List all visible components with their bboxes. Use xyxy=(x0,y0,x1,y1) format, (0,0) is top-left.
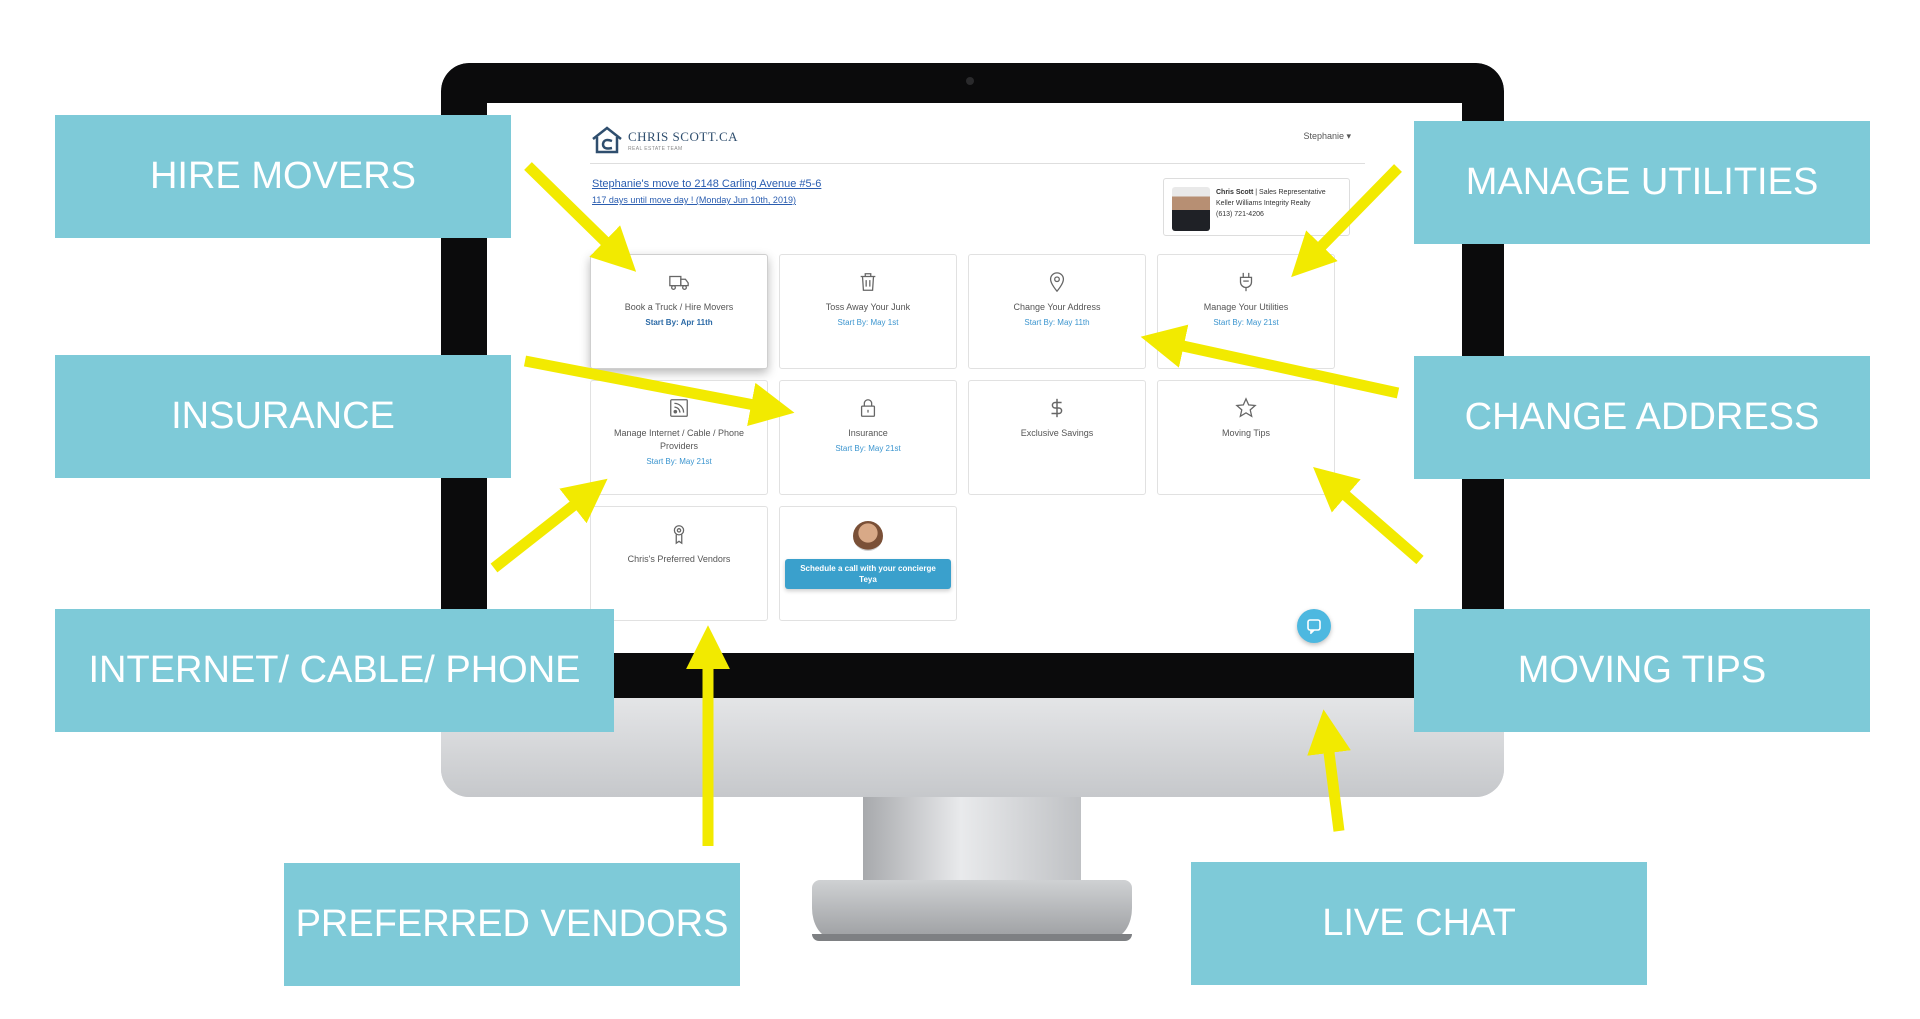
brand-name: CHRIS SCOTT.CA xyxy=(628,128,739,144)
callout-preferred-vendors: PREFERRED VENDORS xyxy=(284,863,740,986)
tile-start-date: Start By: May 21st xyxy=(835,444,901,453)
tile-label: Insurance xyxy=(848,428,888,438)
map-pin-icon xyxy=(1049,272,1065,293)
monitor-stand-edge xyxy=(812,934,1132,941)
plug-icon xyxy=(1239,272,1253,292)
dollar-icon xyxy=(1051,398,1063,418)
concierge-button-label: Schedule a call with your concierge xyxy=(800,564,936,573)
camera-dot xyxy=(966,77,974,85)
callout-insurance: INSURANCE xyxy=(55,355,511,478)
tile-start-date: Start By: Apr 11th xyxy=(645,318,713,327)
monitor-stand-base xyxy=(812,880,1132,938)
callout-internet-cable-phone: INTERNET/ CABLE/ PHONE xyxy=(55,609,614,732)
tile-label: Toss Away Your Junk xyxy=(825,302,911,312)
move-countdown-link[interactable]: 117 days until move day ! (Monday Jun 10… xyxy=(592,195,796,205)
tile-hire-movers[interactable]: Book a Truck / Hire Movers Start By: Apr… xyxy=(590,254,768,369)
brand-tagline: REAL ESTATE TEAM xyxy=(628,145,683,152)
lock-icon xyxy=(860,399,876,417)
app-screen: CHRIS SCOTT.CA REAL ESTATE TEAM Stephani… xyxy=(487,103,1462,653)
tile-label: Exclusive Savings xyxy=(1020,428,1094,438)
tile-manage-utilities[interactable]: Manage Your Utilities Start By: May 21st xyxy=(1157,254,1335,369)
agent-avatar xyxy=(1172,187,1210,231)
monitor-stand-neck xyxy=(863,797,1081,892)
agent-role: | Sales Representative xyxy=(1253,189,1326,196)
tile-concierge: Schedule a call with your concierge Teya xyxy=(779,506,957,621)
brand-logo-link[interactable]: CHRIS SCOTT.CA REAL ESTATE TEAM xyxy=(590,125,738,155)
tile-change-address[interactable]: Change Your Address Start By: May 11th xyxy=(968,254,1146,369)
agent-company: Keller Williams Integrity Realty xyxy=(1216,200,1311,207)
callout-manage-utilities: MANAGE UTILITIES xyxy=(1414,121,1870,244)
tile-start-date: Start By: May 21st xyxy=(646,457,712,466)
tile-label: Change Your Address xyxy=(1013,302,1101,312)
tile-label: Book a Truck / Hire Movers xyxy=(624,302,734,312)
schedule-concierge-call-button[interactable]: Schedule a call with your concierge Teya xyxy=(785,559,951,589)
house-logo-icon xyxy=(592,126,622,154)
chat-bubble-icon xyxy=(1307,619,1321,634)
tile-internet-cable-phone[interactable]: Manage Internet / Cable / Phone Provider… xyxy=(590,380,768,495)
tile-label: Chris's Preferred Vendors xyxy=(627,554,731,564)
tile-label: Moving Tips xyxy=(1221,428,1271,438)
app-header: CHRIS SCOTT.CA REAL ESTATE TEAM Stephani… xyxy=(590,117,1365,164)
trash-icon xyxy=(860,273,876,291)
rss-icon xyxy=(670,399,688,417)
star-icon xyxy=(1235,397,1257,418)
move-title-link[interactable]: Stephanie's move to 2148 Carling Avenue … xyxy=(592,178,822,190)
tile-toss-junk[interactable]: Toss Away Your Junk Start By: May 1st xyxy=(779,254,957,369)
agent-name: Chris Scott xyxy=(1216,189,1254,196)
tile-label: Manage Internet / Cable / Phone Provider… xyxy=(613,428,745,451)
concierge-avatar xyxy=(853,521,883,551)
award-icon xyxy=(673,525,685,545)
tile-preferred-vendors[interactable]: Chris's Preferred Vendors xyxy=(590,506,768,621)
callout-live-chat: LIVE CHAT xyxy=(1191,862,1647,985)
callout-hire-movers: HIRE MOVERS xyxy=(55,115,511,238)
tile-start-date: Start By: May 11th xyxy=(1024,318,1090,327)
tile-start-date: Start By: May 21st xyxy=(1213,318,1279,327)
tile-moving-tips[interactable]: Moving Tips xyxy=(1157,380,1335,495)
agent-card: Chris Scott | Sales Representative Kelle… xyxy=(1163,178,1350,236)
tile-exclusive-savings[interactable]: Exclusive Savings xyxy=(968,380,1146,495)
tile-insurance[interactable]: Insurance Start By: May 21st xyxy=(779,380,957,495)
tile-label: Manage Your Utilities xyxy=(1203,302,1289,312)
truck-icon xyxy=(669,275,689,290)
callout-change-address: CHANGE ADDRESS xyxy=(1414,356,1870,479)
tile-start-date: Start By: May 1st xyxy=(837,318,899,327)
concierge-name: Teya xyxy=(859,575,877,584)
callout-moving-tips: MOVING TIPS xyxy=(1414,609,1870,732)
user-menu[interactable]: Stephanie ▾ xyxy=(1303,131,1351,141)
live-chat-button[interactable] xyxy=(1297,609,1331,643)
agent-phone: (613) 721-4206 xyxy=(1216,211,1264,218)
